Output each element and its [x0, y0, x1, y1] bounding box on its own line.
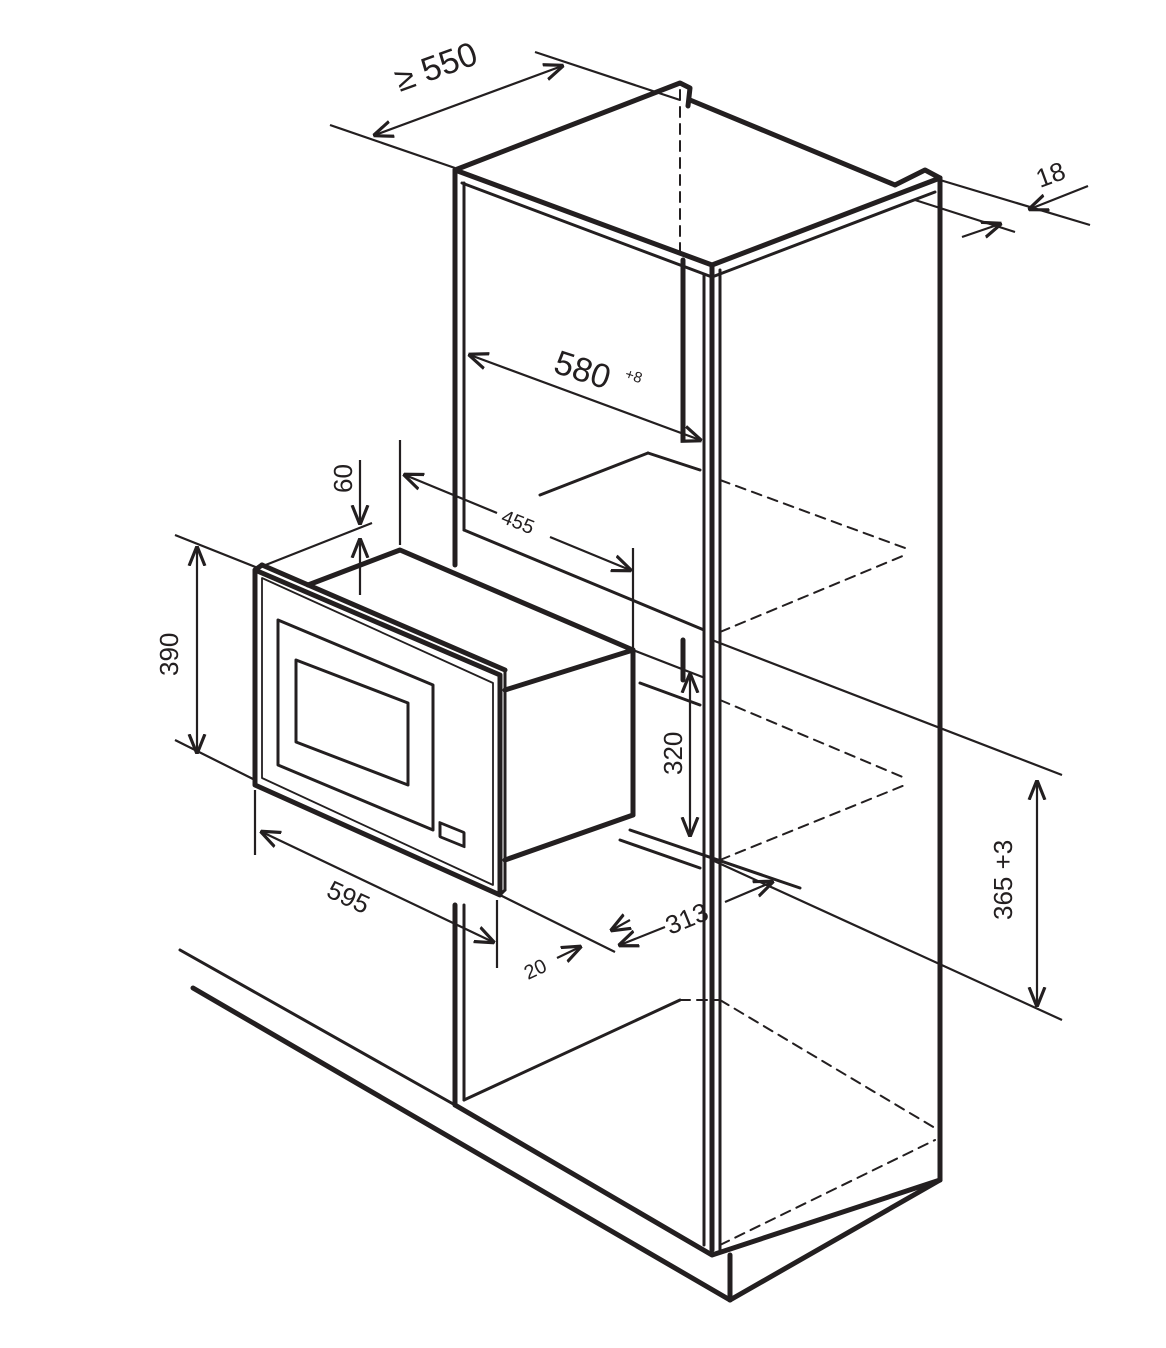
label-front-offset: 20	[521, 955, 550, 984]
label-top-gap: 60	[328, 464, 358, 493]
label-appliance-height: 390	[154, 633, 184, 676]
label-panel-thickness: 18	[1032, 156, 1069, 194]
dimension-labels: ≥ 550 18 580 +8 60 455 390 320 595 20 31…	[154, 35, 1069, 985]
control-panel-icon	[438, 821, 466, 849]
label-opening-width-tol: +8	[623, 366, 645, 387]
door-window	[276, 618, 435, 832]
label-body-height: 320	[658, 732, 688, 775]
cabinet	[178, 80, 943, 1303]
label-min-depth: ≥ 550	[390, 35, 483, 100]
dimension-lines	[174, 50, 1091, 1022]
label-appliance-depth: 455	[498, 506, 537, 539]
label-opening-height: 365 +3	[988, 840, 1018, 920]
microwave	[252, 547, 636, 898]
